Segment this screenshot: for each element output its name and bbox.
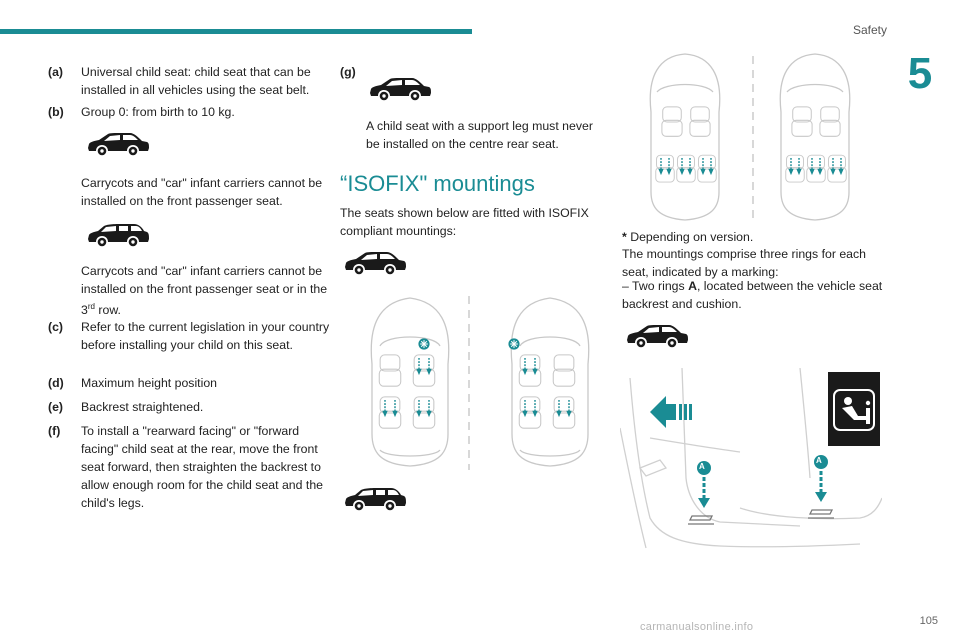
- definition-a-label: (a): [48, 65, 64, 79]
- definition-e-label: (e): [48, 400, 64, 414]
- isofix-three-seat-plan-diagram: [649, 53, 851, 221]
- rings-note-prefix: – Two rings: [622, 279, 689, 293]
- car-silhouette-icon: [343, 250, 407, 276]
- asterisk-mark: *: [622, 230, 627, 244]
- definition-g-label: (g): [340, 65, 356, 79]
- definition-d-label: (d): [48, 376, 64, 390]
- push-arrow-icon: [650, 396, 692, 428]
- definition-e: (e) Backrest straightened.: [48, 398, 330, 416]
- definition-d-text: Maximum height position: [81, 376, 218, 390]
- ring-a-label: A: [688, 279, 697, 293]
- car-silhouette-icon: [86, 131, 150, 157]
- carrycot-note-2-suffix: row.: [94, 303, 121, 318]
- rings-note-suffix: , located between the vehicle seat backr…: [622, 279, 883, 311]
- header-accent-bar: [0, 29, 472, 34]
- page-number: 105: [919, 615, 938, 627]
- definition-e-text: Backrest straightened.: [81, 400, 204, 414]
- isofix-seat-pictogram-icon: [828, 372, 880, 446]
- definition-b-label: (b): [48, 105, 64, 119]
- definition-a: (a) Universal child seat: child seat tha…: [48, 63, 330, 99]
- mountings-text: The mountings comprise three rings for e…: [622, 247, 867, 279]
- definition-c-label: (c): [48, 320, 64, 334]
- isofix-heading: “ISOFIX" mountings: [340, 171, 535, 196]
- seat-line-drawing: [620, 368, 882, 549]
- definition-c-text: Refer to the current legislation in your…: [81, 320, 330, 352]
- carrycot-note-1: Carrycots and "car" infant carriers cann…: [81, 176, 323, 208]
- car-silhouette-icon: [368, 76, 432, 102]
- carrycot-note-2-text: Carrycots and "car" infant carriers cann…: [81, 264, 328, 318]
- car-silhouette-icon: [86, 222, 150, 248]
- definition-d: (d) Maximum height position: [48, 374, 330, 392]
- marker-a-1: A: [699, 462, 705, 471]
- isofix-intro: The seats shown below are fitted with IS…: [340, 206, 589, 238]
- definition-f-label: (f): [48, 424, 61, 438]
- definition-c: (c) Refer to the current legislation in …: [48, 318, 330, 354]
- car-silhouette-icon: [625, 323, 689, 349]
- version-note: * Depending on version.: [622, 228, 892, 246]
- car-silhouette-icon: [343, 486, 407, 512]
- definition-a-text: Universal child seat: child seat that ca…: [81, 65, 311, 97]
- version-note-text: Depending on version.: [626, 230, 754, 244]
- section-title: Safety: [852, 23, 887, 37]
- definition-b-text: Group 0: from birth to 10 kg.: [81, 105, 235, 119]
- carrycot-note-2-superscript: rd: [87, 302, 95, 311]
- isofix-seat-plan-diagram: [370, 296, 590, 470]
- chapter-number: 5: [907, 49, 933, 98]
- carrycot-note-2: Carrycots and "car" infant carriers cann…: [81, 262, 331, 319]
- support-leg-note: A child seat with a support leg must nev…: [366, 119, 593, 151]
- definition-b: (b) Group 0: from birth to 10 kg.: [48, 103, 330, 121]
- marker-a-2: A: [816, 456, 822, 465]
- definition-f-text: To install a "rearward facing" or "forwa…: [81, 424, 323, 510]
- definition-f: (f) To install a "rearward facing" or "f…: [48, 422, 330, 512]
- isofix-rings-illustration: A A: [620, 368, 882, 552]
- rings-note: – Two rings A, located between the vehic…: [622, 277, 892, 313]
- watermark: carmanualsonline.info: [640, 621, 754, 633]
